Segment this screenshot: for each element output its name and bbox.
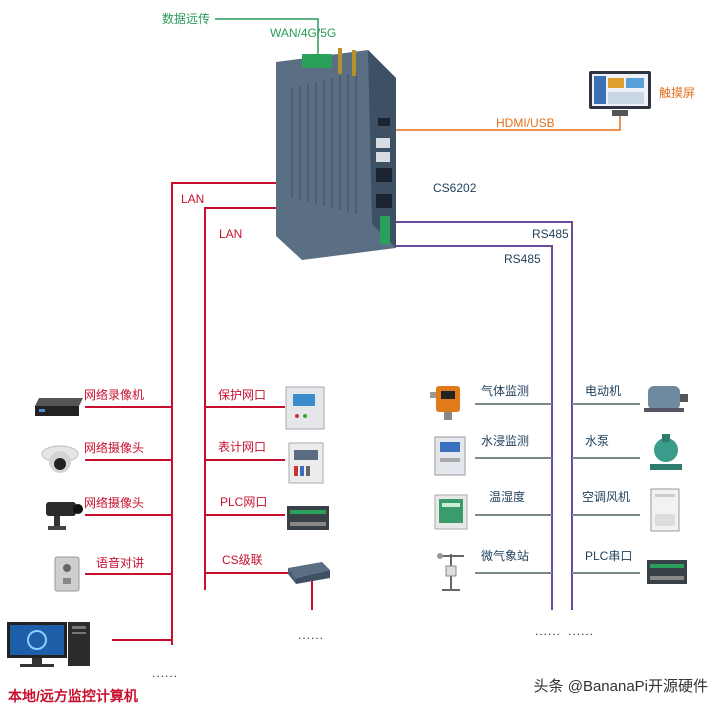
temp-humidity-label: 温湿度 — [489, 490, 526, 504]
camera-label-2: 网络摄像头 — [84, 496, 145, 510]
gas-monitor-label: 气体监测 — [481, 384, 530, 398]
remote-link-line — [215, 18, 319, 55]
bullet-camera-image — [46, 502, 83, 530]
rs485-line-2 — [395, 245, 553, 610]
nvr-label: 网络录像机 — [84, 388, 145, 402]
meter-port-label: 表计网口 — [218, 440, 267, 454]
plc-serial-label: PLC串口 — [585, 549, 633, 563]
touchscreen-image — [589, 71, 651, 116]
camera-label-1: 网络摄像头 — [84, 441, 145, 455]
water-leak-sensor-image — [434, 436, 466, 476]
wan-label: WAN/4G/5G — [270, 26, 337, 40]
lan-label-1: LAN — [181, 192, 205, 206]
ellipsis-left: ...... — [152, 666, 179, 680]
rs485-label-2: RS485 — [504, 252, 541, 266]
meter-image — [288, 442, 324, 484]
lan-label-2: LAN — [219, 227, 243, 241]
weather-station-image — [437, 553, 464, 591]
water-monitor-label: 水浸监测 — [481, 434, 530, 448]
touchscreen-label: 触摸屏 — [659, 86, 696, 100]
cs-cascade-device-image — [288, 562, 330, 584]
protection-port-label: 保护网口 — [218, 388, 267, 402]
cs-cascade-label: CS级联 — [222, 553, 263, 567]
hdmi-usb-label: HDMI/USB — [496, 116, 555, 130]
ellipsis-sensors: ...... — [535, 624, 562, 638]
rs485-label-1: RS485 — [532, 227, 569, 241]
air-conditioner-image — [650, 488, 680, 532]
monitoring-computer-label: 本地/远方监控计算机 — [8, 688, 138, 704]
plc-image — [287, 506, 329, 530]
ellipsis-right: ...... — [568, 624, 595, 638]
nvr-image — [35, 398, 83, 416]
remote-transmission-label: 数据远传 — [162, 12, 211, 26]
hdmi-link-line — [385, 110, 621, 131]
watermark: 头条 @BananaPi开源硬件 — [533, 678, 708, 695]
temperature-humidity-sensor-image — [434, 494, 468, 530]
intercom-label: 语音对讲 — [96, 556, 145, 570]
dome-camera-image — [41, 445, 79, 473]
plc-port-label: PLC网口 — [220, 495, 268, 509]
rs485-line-1 — [395, 221, 573, 610]
ac-fan-label: 空调风机 — [582, 490, 631, 504]
intercom-image — [54, 556, 80, 592]
protection-relay-image — [285, 386, 325, 430]
gateway-device-image — [276, 48, 396, 260]
gas-detector-image — [430, 386, 460, 420]
model-label: CS6202 — [433, 181, 477, 195]
monitoring-computer-image — [7, 622, 90, 667]
ellipsis-mid: ...... — [298, 628, 325, 642]
plc-serial-device-image — [647, 560, 687, 584]
motor-image — [644, 386, 688, 412]
motor-label: 电动机 — [585, 384, 622, 398]
pump-label: 水泵 — [585, 434, 610, 448]
pump-image — [650, 434, 682, 470]
weather-station-label: 微气象站 — [481, 549, 530, 563]
